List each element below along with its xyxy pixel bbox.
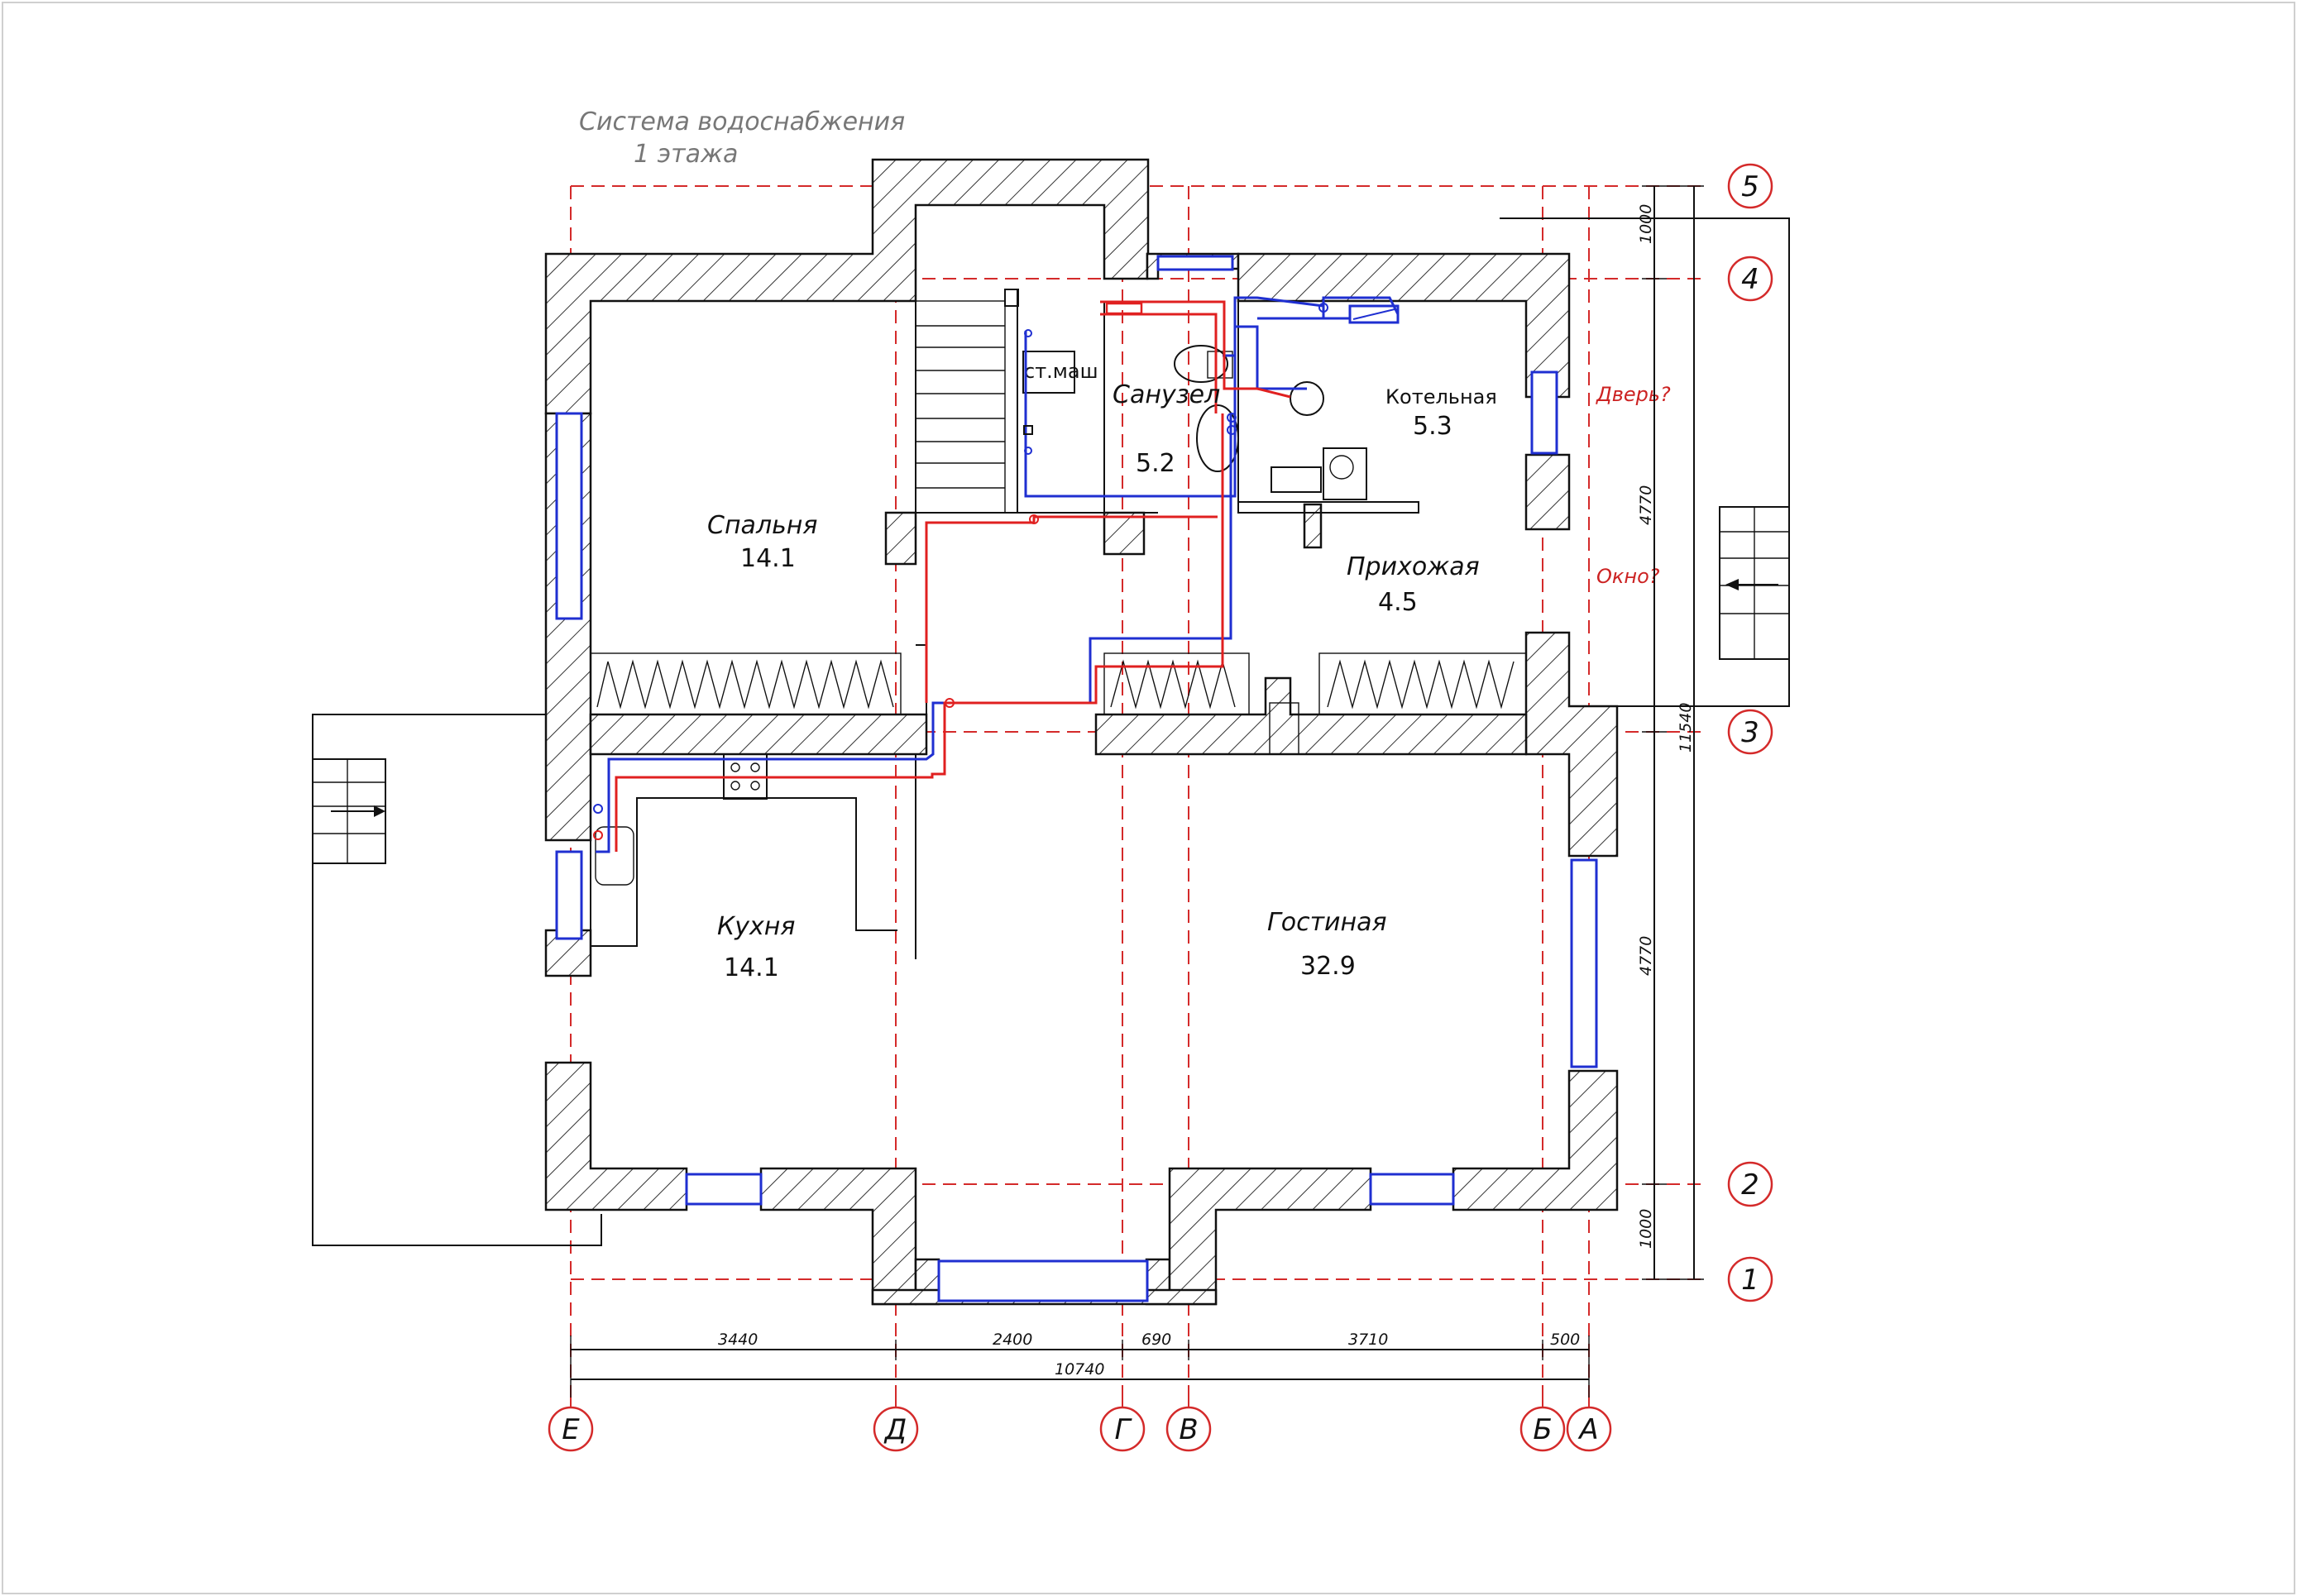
axis-label-2: 2	[1741, 1168, 1759, 1202]
boiler-valve-icon	[1329, 455, 1354, 480]
window-boiler	[1530, 370, 1558, 455]
note-door: Дверь?	[1596, 383, 1671, 406]
room-name-hallway: Прихожая	[1347, 552, 1480, 581]
axis-bubble-1	[1727, 1256, 1773, 1302]
partitions	[590, 269, 1419, 959]
dim-right-2: 4770	[1637, 485, 1655, 525]
arrow-right-icon	[374, 805, 385, 817]
room-area-bathroom: 5.2	[1136, 449, 1175, 478]
axis-label-4: 4	[1741, 263, 1759, 296]
row-axis-markers: 5 4 3 2 1	[1727, 163, 1773, 1302]
room-area-living: 32.9	[1300, 952, 1356, 981]
bathroom-fixtures: ст.маш	[1022, 345, 1354, 480]
room-name-kitchen: Кухня	[717, 912, 795, 941]
dim-bottom-3: 690	[1141, 1331, 1171, 1349]
hot-water-pipes	[615, 300, 1291, 852]
boiler-unit	[1323, 447, 1367, 500]
wall-top-right	[1237, 252, 1571, 399]
axis-bubble-5	[1727, 163, 1773, 209]
axis-bubble-4	[1727, 256, 1773, 302]
axis-label-d: Д	[883, 1413, 907, 1446]
wardrobe-strips	[590, 652, 1527, 715]
room-name-boiler: Котельная	[1385, 385, 1497, 409]
dim-bottom-4: 3710	[1348, 1331, 1388, 1349]
bath-sink	[1196, 404, 1239, 472]
wall-right-upper	[1524, 453, 1571, 531]
window-kitchen	[555, 850, 583, 940]
right-porch	[1500, 217, 1790, 707]
wall-right-mid	[1524, 631, 1619, 858]
room-labels: Спальня 14.1 Санузел 5.2 Котельная 5.3 П…	[707, 380, 1497, 982]
dim-right-3: 4770	[1637, 936, 1655, 976]
notes: Дверь? Окно?	[1596, 383, 1671, 588]
axis-label-e: Е	[562, 1413, 580, 1446]
arrow-left-icon	[1725, 579, 1739, 590]
dim-right-total: 11540	[1677, 703, 1695, 753]
axis-bubble-3	[1727, 709, 1773, 755]
bottom-dimensions: 3440 2400 690 3710 500 10740	[570, 1331, 1590, 1398]
toilet	[1174, 345, 1228, 383]
washing-machine-label: ст.маш	[1024, 360, 1098, 383]
staircase	[915, 300, 1006, 514]
room-name-bathroom: Санузел	[1113, 380, 1220, 409]
dim-right-4: 1000	[1637, 1209, 1655, 1249]
water-heater	[1348, 304, 1400, 324]
dim-bottom-5: 500	[1550, 1331, 1580, 1349]
dim-bottom-2: 2400	[993, 1331, 1032, 1349]
axis-label-5: 5	[1741, 170, 1759, 203]
window-bottom-right	[1369, 1173, 1455, 1206]
title-line-2: 1 этажа	[634, 140, 738, 169]
title-line-1: Система водоснабжения	[579, 108, 905, 136]
axis-label-a: А	[1577, 1413, 1598, 1446]
wall-bottom-left	[759, 1167, 917, 1306]
window-living	[1570, 858, 1598, 1068]
room-area-kitchen: 14.1	[724, 953, 779, 982]
room-area-hallway: 4.5	[1378, 588, 1418, 617]
pipe-fittings	[593, 303, 1328, 840]
wall-bottom-right	[1452, 1069, 1619, 1211]
axis-label-g: Г	[1115, 1413, 1133, 1446]
kitchen-sink	[595, 826, 634, 886]
right-dimensions: 1000 4770 4770 1000 11540	[1637, 185, 1704, 1280]
room-name-bedroom: Спальня	[707, 511, 817, 540]
column-axis-markers: Е Д Г В Б А	[548, 1398, 1612, 1452]
washing-machine	[1022, 351, 1075, 394]
wall-middle-right	[1094, 676, 1528, 756]
windows	[555, 255, 1598, 1302]
window-bathroom	[1156, 255, 1234, 271]
dim-right-1: 1000	[1637, 204, 1655, 244]
window-bedroom	[555, 412, 583, 620]
wall-middle-left	[589, 713, 928, 756]
axis-bubble-2	[1727, 1161, 1773, 1207]
dim-bottom-1: 3440	[718, 1331, 758, 1349]
dim-bottom-total: 10740	[1055, 1360, 1104, 1379]
left-porch	[312, 714, 602, 1246]
axis-label-b: Б	[1533, 1413, 1552, 1446]
window-bottom-left	[685, 1173, 763, 1206]
wall-bottom-mid	[1168, 1167, 1372, 1306]
window-bay	[937, 1259, 1149, 1302]
room-area-boiler: 5.3	[1413, 412, 1452, 441]
room-name-living: Гостиная	[1267, 908, 1387, 937]
axis-label-3: 3	[1741, 716, 1759, 749]
walls	[544, 158, 1619, 1306]
wall-left-lower	[544, 1061, 688, 1211]
wall-top-left	[544, 158, 1150, 415]
axis-label-1: 1	[1741, 1264, 1759, 1297]
drawing-title: Система водоснабжения 1 этажа	[579, 108, 905, 169]
cold-water-pipes	[596, 296, 1400, 853]
floor-drain-icon	[1290, 381, 1324, 416]
axis-label-v: В	[1179, 1413, 1198, 1446]
room-area-bedroom: 14.1	[740, 544, 796, 573]
note-window: Окно?	[1596, 565, 1660, 588]
